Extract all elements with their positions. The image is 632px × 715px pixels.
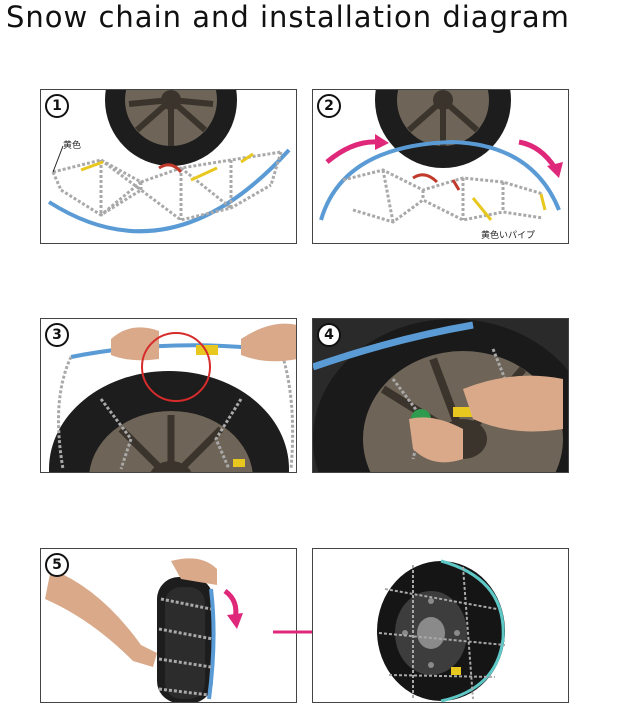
step-2-panel: 2 黄色いパイプ xyxy=(312,89,569,244)
step-2-illustration xyxy=(319,90,563,224)
step-4-panel: 4 xyxy=(312,318,569,473)
step-1-number-icon: 1 xyxy=(45,94,69,118)
step-1-yellow-label: 黄色 xyxy=(63,141,82,151)
step-2-yellow-pipe-label: 黄色いパイプ xyxy=(481,231,536,241)
step-2-number-icon: 2 xyxy=(317,94,341,118)
step-1-illustration xyxy=(47,90,291,234)
step-3-number-icon: 3 xyxy=(45,323,69,347)
step-1-panel: 1 黄色 xyxy=(40,89,297,244)
step-5-number-icon: 5 xyxy=(45,553,69,577)
step-3-illustration xyxy=(49,323,296,472)
step-3-panel: 3 xyxy=(40,318,297,473)
step-4-illustration xyxy=(313,319,568,472)
step-4-number-icon: 4 xyxy=(317,323,341,347)
step-5-panel: 5 xyxy=(40,548,297,703)
final-result-panel xyxy=(312,548,569,703)
step-5-illustration xyxy=(45,558,243,702)
page-title: Snow chain and installation diagram xyxy=(6,0,570,34)
final-chained-tire-illustration xyxy=(377,559,506,702)
